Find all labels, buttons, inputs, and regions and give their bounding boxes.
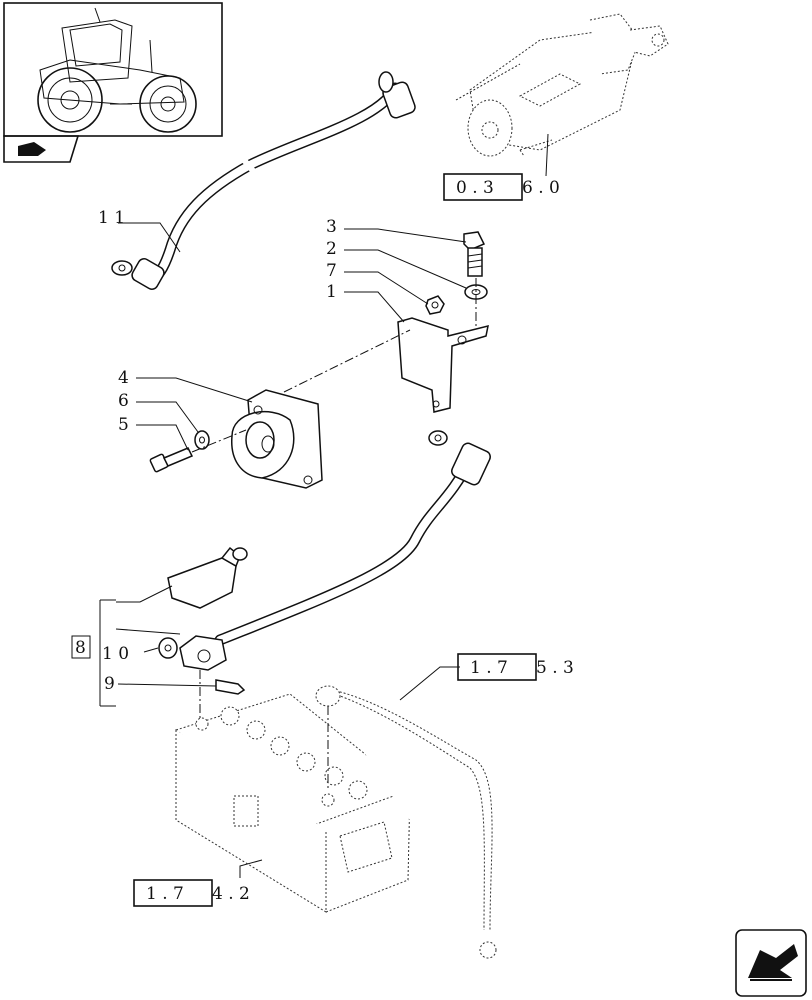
screw-5[interactable] [149,447,194,473]
battery-cable-11[interactable] [111,71,417,291]
callout-11[interactable]: 1 1 [98,208,125,228]
ref-starter[interactable]: 0 . 3 6 . 0 [443,173,560,201]
callout-labels: 1 1 3 2 7 1 4 6 5 8 1 0 9 [71,208,337,694]
ref-battery[interactable]: 1 . 7 4 . 2 [133,879,250,907]
bracket-1[interactable] [397,317,489,413]
callout-9[interactable]: 9 [104,674,115,694]
callout-10[interactable]: 1 0 [102,644,129,664]
nut-7[interactable] [425,295,445,315]
screw-3[interactable] [463,231,486,277]
battery-switch-4[interactable] [231,389,323,489]
screw-9[interactable] [215,679,246,695]
ref-battery-boxed: 1 . 7 [146,884,184,904]
battery-cable-8[interactable] [214,430,492,646]
callout-1[interactable]: 1 [326,282,337,302]
terminal-cover-8[interactable] [167,546,248,609]
ref-starter-boxed: 0 . 3 [456,178,494,198]
terminal-clamp[interactable] [179,635,227,671]
tractor-thumbnail-icon[interactable] [3,2,223,137]
folder-arrow-icon[interactable] [3,135,80,163]
washer-6[interactable] [194,430,210,450]
ref-cable-tail: 5 . 3 [536,658,574,678]
callout-3[interactable]: 3 [326,217,337,237]
callout-5[interactable]: 5 [118,415,129,435]
ref-starter-tail: 6 . 0 [522,178,560,198]
callout-2[interactable]: 2 [326,239,337,259]
callout-8[interactable]: 8 [75,638,86,658]
callout-6[interactable]: 6 [118,391,129,411]
callout-7[interactable]: 7 [326,261,337,281]
next-page-arrow-icon[interactable] [735,929,807,997]
callout-4[interactable]: 4 [118,368,129,388]
ref-battery-tail: 4 . 2 [212,884,250,904]
ground-cable-ghost [315,685,497,959]
ref-cable[interactable]: 1 . 7 5 . 3 [457,653,574,681]
washer-10[interactable] [158,637,178,659]
starter-motor-ghost [455,13,669,157]
ref-cable-boxed: 1 . 7 [470,658,508,678]
leader-lines [99,133,549,878]
